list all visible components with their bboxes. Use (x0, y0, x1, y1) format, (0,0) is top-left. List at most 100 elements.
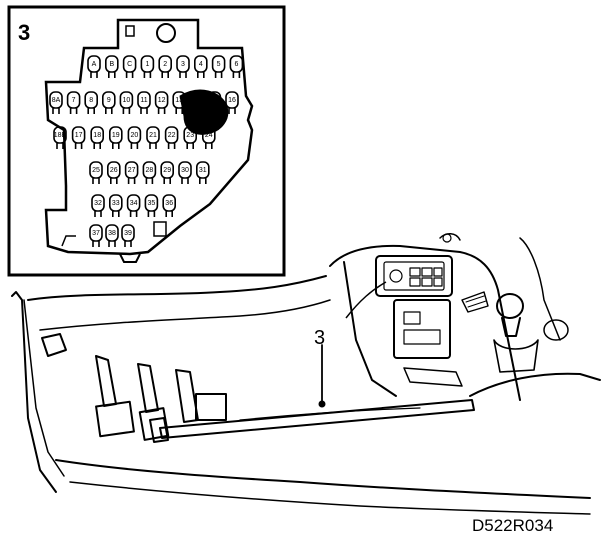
console-side (343, 261, 397, 397)
fuse-slot-pins (92, 241, 100, 247)
fuse-slot-pins (181, 178, 189, 184)
fuse-slot-pins (90, 72, 98, 78)
fuse-number-label: 25 (92, 167, 100, 174)
fuse-slot (105, 224, 119, 242)
fuse-grid: ABC1234568A7891011121314151618B171819202… (49, 55, 244, 247)
fuse-slot (109, 194, 123, 212)
fuse-slot-pins (108, 241, 116, 247)
fuse-slot (137, 91, 151, 109)
fuse-slot-pins (157, 108, 166, 114)
fuse-number-label: 17 (75, 132, 83, 139)
fuse-slot (146, 126, 160, 144)
fuse-number-label: 34 (130, 200, 138, 207)
fuse-puller-tool (149, 399, 475, 443)
fuse-number-label: 33 (112, 200, 120, 207)
fuse-number-label: 23 (186, 132, 194, 139)
fuse-slot-pins (145, 178, 154, 184)
fuse-number-label: 3 (181, 61, 185, 68)
fuse-number-label: 29 (163, 167, 171, 174)
fuse-slot (87, 55, 101, 73)
fuse-slot-pins (167, 143, 176, 149)
fuse-slot (102, 91, 116, 109)
fuse-slot-pins (140, 108, 148, 114)
fuse-slot-pins (112, 211, 120, 217)
fuse-number-label: 22 (168, 132, 176, 139)
car-interior-illustration (11, 233, 601, 515)
fuse-slot-pins (147, 211, 156, 217)
fuse-number-label: 9 (107, 97, 111, 104)
dash-bracket (41, 333, 67, 357)
fuse-slot (194, 55, 208, 73)
fuse-slot-pins (127, 178, 136, 184)
fuse-slot-pins (94, 211, 102, 217)
door-frame-inner (23, 299, 65, 477)
fuse-slot-pins (163, 178, 171, 184)
fuse-slot-pins (199, 178, 207, 184)
fuse-slot (140, 55, 155, 73)
gear-lever (493, 293, 539, 373)
fuse-number-label: 8 (89, 97, 93, 104)
air-vent (461, 291, 489, 313)
inset-leader (345, 281, 387, 319)
fuse-slot (121, 224, 135, 242)
fuse-number-label: A (92, 61, 97, 68)
fuse-number-label: 30 (181, 167, 189, 174)
fuse-slot (53, 126, 67, 144)
fuse-number-label: 13 (175, 97, 183, 104)
fuse-slot (90, 126, 104, 144)
fuse-slot (211, 55, 226, 73)
fuse-slot-pins (69, 108, 78, 114)
fuse-number-label: C (127, 61, 132, 68)
control-buttons (389, 267, 443, 287)
fuse-slot-pins (124, 241, 132, 247)
fuse-number-label: 7 (72, 97, 76, 104)
floor-sill (55, 459, 591, 499)
fuse-slot (49, 91, 63, 109)
fuse-slot-pins (125, 72, 134, 78)
callout-label: 3 (314, 327, 325, 349)
fuse-number-label: 16 (228, 97, 236, 104)
fuse-slot (105, 55, 119, 73)
fuse-slot (162, 194, 176, 212)
fuse-number-label: 6 (234, 61, 238, 68)
fuse-slot-pins (149, 143, 157, 149)
fuse-slot (176, 55, 190, 73)
dashboard-edge (27, 275, 327, 301)
fuse-slot-pins (214, 72, 223, 78)
fuse-number-label: 5 (217, 61, 221, 68)
fuse-slot-pins (110, 178, 118, 184)
fuse-slot-pins (232, 72, 241, 78)
fuse-slot-pins (205, 143, 213, 149)
fuse-slot (91, 194, 105, 212)
fuse-number-label: 18B (54, 132, 67, 139)
console-lower-panel (393, 299, 451, 359)
fuse-slot-pins (179, 72, 187, 78)
fuse-slot (196, 161, 210, 179)
fuse-number-label: 35 (148, 200, 156, 207)
fuse-slot-pins (197, 72, 205, 78)
mount-hole (156, 23, 176, 43)
fuse-slot (178, 161, 192, 179)
fuse-number-label: B (109, 61, 114, 68)
fuse-slot (160, 161, 174, 179)
fuse-number-label: 20 (131, 132, 139, 139)
fuse-slot-pins (56, 143, 64, 149)
fuse-number-label: 19 (112, 132, 120, 139)
dashboard-lower-edge (39, 299, 331, 331)
fuse-slot-pins (165, 211, 173, 217)
fuse-slot (124, 161, 139, 179)
fuse-slot-pins (52, 108, 60, 114)
fuse-slot (144, 194, 159, 212)
fuse-slot-pins (112, 143, 120, 149)
fuse-slot-pins (92, 178, 100, 184)
fuse-number-label: 39 (124, 230, 132, 237)
fuse-number-label: 11 (140, 97, 147, 104)
reference-code: D522R034 (472, 516, 553, 535)
fuse-number-label: 31 (199, 167, 207, 174)
fuse-slot-pins (122, 108, 131, 114)
fuse-slot-pins (228, 108, 236, 114)
fuse-slot (154, 91, 169, 109)
fuse-slot (89, 161, 103, 179)
fuse-slot-pins (161, 72, 169, 78)
fuse-slot-pins (93, 143, 101, 149)
